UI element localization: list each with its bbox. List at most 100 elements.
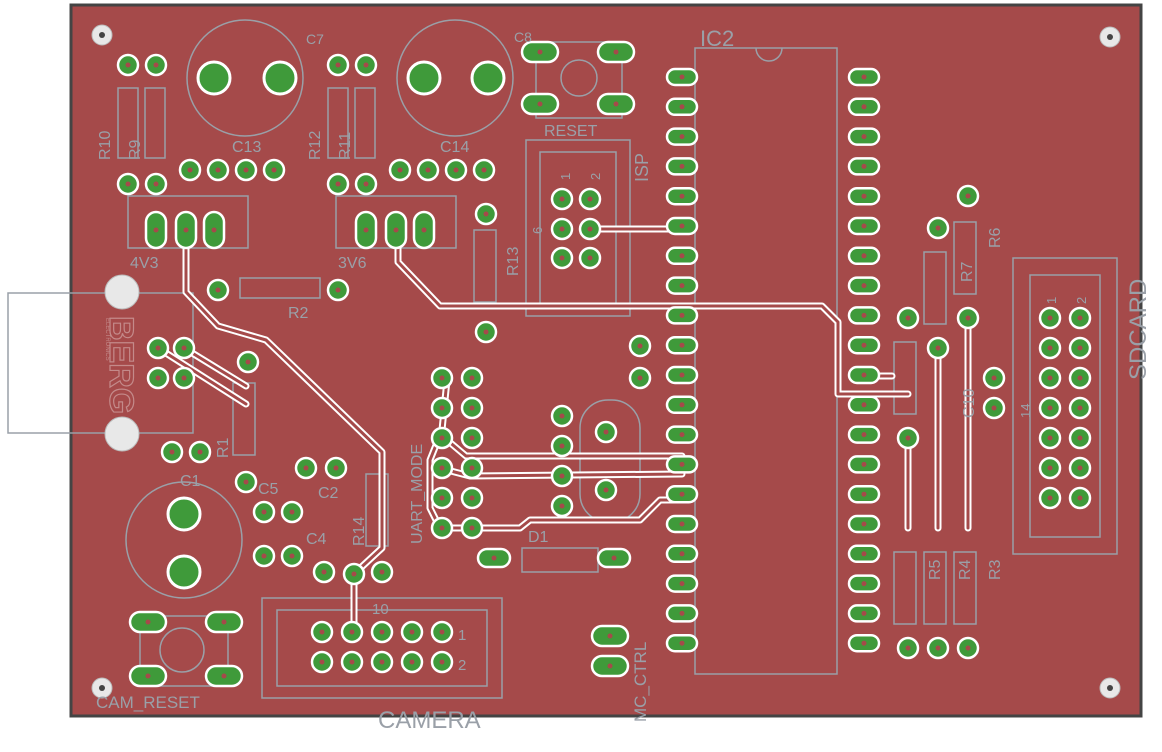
drill-hole: [335, 287, 341, 293]
drill-hole: [439, 405, 445, 411]
label-r10: R10: [97, 131, 114, 160]
drill-hole: [935, 225, 941, 231]
drill-hole: [1047, 465, 1053, 471]
drill-hole: [679, 640, 685, 646]
drill-hole: [559, 473, 565, 479]
drill-hole: [351, 571, 357, 577]
label-cam-pin2: 2: [458, 657, 466, 674]
drill-hole: [559, 196, 565, 202]
drill-hole: [125, 181, 131, 187]
drill-hole: [861, 551, 867, 557]
drill-hole: [637, 375, 643, 381]
drill-hole: [679, 223, 685, 229]
drill-hole: [215, 287, 221, 293]
drill-hole: [861, 74, 867, 80]
label-c8: C8: [514, 29, 532, 45]
drill-hole: [861, 491, 867, 497]
drill-hole: [181, 375, 187, 381]
label-ic2: IC2: [700, 26, 734, 51]
label-r12: R12: [307, 131, 324, 160]
drill-hole: [861, 521, 867, 527]
drill-hole: [1077, 465, 1083, 471]
label-isp-pin1: 1: [558, 173, 573, 180]
label-sdcard: SDCARD: [1125, 279, 1152, 380]
drill-hole: [181, 345, 187, 351]
drill-hole: [319, 659, 325, 665]
drill-hole: [1077, 435, 1083, 441]
label-c14: C14: [440, 139, 469, 156]
label-sd-pin2: 2: [1074, 297, 1089, 304]
drill-hole: [155, 375, 161, 381]
drill-hole: [613, 49, 619, 55]
drill-hole: [491, 555, 497, 561]
drill-hole: [261, 509, 267, 515]
drill-hole: [935, 345, 941, 351]
drill-hole: [991, 405, 997, 411]
label-c1: C1: [180, 473, 201, 490]
drill-hole: [679, 193, 685, 199]
drill-hole: [679, 163, 685, 169]
drill-hole: [335, 181, 341, 187]
label-r6: R6: [987, 227, 1004, 248]
drill-hole: [215, 167, 221, 173]
drill-hole: [363, 62, 369, 68]
drill-hole: [679, 461, 685, 467]
board-outline: [69, 3, 1143, 718]
label-logo-sub: ELECTRONICS: [104, 318, 110, 361]
drill-hole: [861, 134, 867, 140]
drill-hole: [469, 435, 475, 441]
label-c13: C13: [232, 139, 261, 156]
drill-hole: [679, 521, 685, 527]
drill-hole: [679, 104, 685, 110]
c7-outline: [186, 19, 304, 137]
label-r11: R11: [337, 132, 354, 160]
drill-hole: [905, 435, 911, 441]
drill-hole: [1047, 495, 1053, 501]
drill-hole: [905, 315, 911, 321]
drill-hole: [603, 429, 609, 435]
drill-hole: [935, 645, 941, 651]
drill-hole: [679, 253, 685, 259]
drill-hole: [439, 629, 445, 635]
drill-hole: [439, 465, 445, 471]
drill-hole: [221, 619, 227, 625]
label-isp-pin6: 6: [530, 227, 545, 234]
drill-hole: [1077, 405, 1083, 411]
usb-connector-outline: [7, 292, 194, 434]
drill-hole: [861, 372, 867, 378]
drill-hole: [211, 227, 217, 233]
usb-mount-hole: [104, 416, 140, 452]
drill-hole: [379, 629, 385, 635]
drill-hole: [261, 553, 267, 559]
c7-pad: [196, 60, 232, 96]
drill-hole: [587, 226, 593, 232]
label-r1: R1: [215, 437, 232, 458]
drill-hole: [243, 167, 249, 173]
pads: [104, 40, 1092, 688]
label-c2: C2: [318, 485, 339, 502]
drill-hole: [861, 283, 867, 289]
drill-hole: [537, 101, 543, 107]
drill-hole: [153, 181, 159, 187]
drill-hole: [187, 167, 193, 173]
drill-hole: [679, 581, 685, 587]
drill-hole: [169, 449, 175, 455]
drill-hole: [425, 167, 431, 173]
drill-hole: [607, 633, 613, 639]
label-r9: R9: [127, 139, 144, 160]
drill-hole: [469, 525, 475, 531]
drill-hole: [481, 167, 487, 173]
c8-pad: [470, 60, 506, 96]
drill-hole: [603, 487, 609, 493]
label-sd-pin14: 14: [1018, 404, 1033, 418]
drill-hole: [861, 312, 867, 318]
drill-hole: [679, 551, 685, 557]
drill-hole: [439, 495, 445, 501]
drill-hole: [679, 342, 685, 348]
drill-hole: [153, 62, 159, 68]
drill-hole: [559, 503, 565, 509]
drill-hole: [861, 193, 867, 199]
drill-hole: [611, 555, 617, 561]
